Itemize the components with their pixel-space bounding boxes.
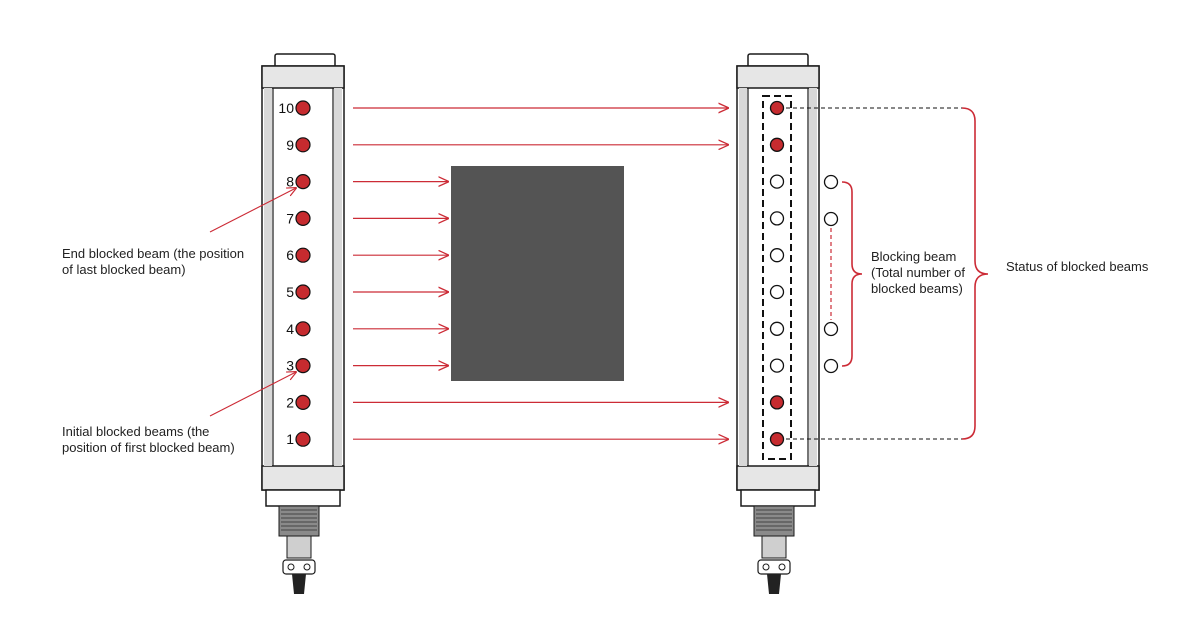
- beam-number-1: 1: [286, 431, 294, 447]
- emitter-led-10: [295, 100, 311, 116]
- beam-number-3: 3: [286, 358, 294, 374]
- emitter-leds: 10 9 8 7 6 5 4 3 2 1: [278, 100, 311, 447]
- end-blocked-beam-label: End blocked beam (the position of last b…: [62, 246, 245, 277]
- receiver-led-10: [769, 100, 785, 116]
- emitter-led-5: [295, 284, 311, 300]
- receiver-led-7: [769, 211, 785, 226]
- emitter-led-8: [295, 174, 311, 190]
- blocked-status-dashed-box: [762, 95, 792, 460]
- receiver-unit: [736, 53, 820, 594]
- emitter-led-6: [295, 247, 311, 263]
- receiver-led-3: [769, 358, 785, 373]
- receiver-connector: [753, 505, 795, 594]
- status-of-blocked-beams-label: Status of blocked beams: [1006, 259, 1149, 274]
- beam-number-7: 7: [286, 210, 294, 226]
- emitter-unit: [261, 53, 345, 594]
- emitter-led-3: [295, 358, 311, 374]
- emitter-led-7: [295, 210, 311, 226]
- blocking-beam-label: Blocking beam (Total number of blocked b…: [871, 249, 965, 296]
- emitter-led-4: [295, 321, 311, 337]
- receiver-led-9: [769, 137, 785, 152]
- light-beams: [353, 108, 728, 439]
- end-blocked-pointer: [209, 188, 296, 233]
- initial-blocked-pointer: [209, 372, 296, 417]
- beam-number-5: 5: [286, 284, 294, 300]
- beam-number-9: 9: [286, 137, 294, 153]
- emitter-led-1: [295, 431, 311, 447]
- emitter-led-9: [295, 137, 311, 153]
- blocking-beam-indicator: [823, 174, 839, 374]
- obstructing-object: [451, 166, 624, 381]
- beam-number-10: 10: [278, 100, 294, 116]
- receiver-led-2: [769, 395, 785, 410]
- emitter-connector: [278, 505, 320, 594]
- blocking-beam-bracket: [841, 181, 863, 367]
- status-bracket: [961, 107, 989, 440]
- beam-number-6: 6: [286, 247, 294, 263]
- receiver-led-5: [769, 284, 785, 300]
- receiver-led-8: [769, 174, 785, 189]
- initial-blocked-beam-label: Initial blocked beams (the position of f…: [62, 424, 235, 455]
- receiver-led-6: [769, 248, 785, 263]
- emitter-led-2: [295, 394, 311, 410]
- receiver-led-4: [769, 321, 785, 336]
- beam-number-8: 8: [286, 174, 294, 190]
- receiver-led-1: [769, 432, 785, 447]
- beam-number-2: 2: [286, 394, 294, 410]
- beam-number-4: 4: [286, 321, 294, 337]
- receiver-leds: [769, 100, 785, 447]
